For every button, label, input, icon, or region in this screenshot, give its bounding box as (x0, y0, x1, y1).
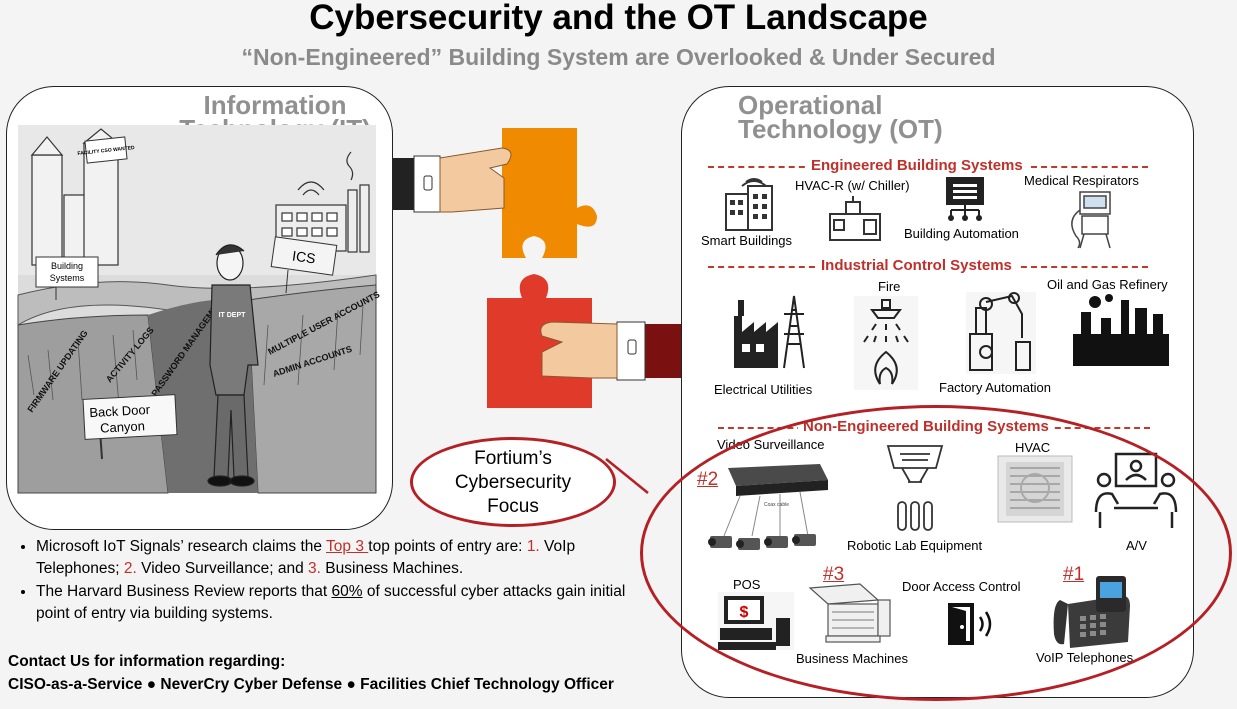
top3-link[interactable]: Top 3 (326, 538, 369, 555)
jacket-label: IT DEPT (219, 312, 247, 319)
building-systems-sign-line2: Systems (50, 273, 85, 283)
ot-title-line1: Operational (738, 90, 883, 120)
ot-title: Operational Technology (OT) (738, 90, 943, 144)
focus-connector-line (605, 458, 649, 494)
label-medical-respirators: Medical Respirators (1024, 173, 1139, 188)
focus-line1: Fortium’s (474, 448, 552, 469)
finding1-t3: Business Machines. (320, 560, 464, 577)
findings-list: Microsoft IoT Signals’ research claims t… (8, 536, 648, 626)
finding2-post: of successful cyber attacks gain initial… (36, 583, 626, 622)
building-systems-sign: Building Systems (35, 256, 99, 300)
finding2-pct: 60% (331, 583, 363, 600)
factory-automation-icon (966, 292, 1036, 374)
ics-sign: ICS (270, 236, 338, 294)
chiller-icon (829, 196, 881, 241)
label-smart-buildings: Smart Buildings (701, 233, 793, 248)
contact-block: Contact Us for information regarding: CI… (8, 650, 614, 696)
ics-sign-text: ICS (291, 247, 316, 266)
finding1-t2: Video Surveillance; and (136, 560, 309, 577)
city-skyline-icon (30, 128, 120, 266)
left-hand-icon (392, 147, 512, 213)
label-hvac-r: HVAC-R (w/ Chiller) (795, 178, 910, 193)
orange-puzzle-piece (502, 128, 597, 258)
building-systems-sign-line1: Building (51, 261, 83, 271)
focus-callout-ellipse (410, 437, 616, 527)
canyon-sign-line2: Canyon (100, 418, 146, 435)
contact-line2: CISO-as-a-Service ● NeverCry Cyber Defen… (8, 676, 614, 693)
it-department-person-icon: IT DEPT (207, 244, 259, 487)
label-building-automation: Building Automation (904, 226, 1019, 241)
finding1-pre: Microsoft IoT Signals’ research claims t… (36, 538, 327, 555)
back-door-canyon-cartoon: FACILITY CSO WANTED FIRMWARE UPDATING AC… (17, 125, 381, 494)
facility-cso-sign: FACILITY CSO WANTED (77, 136, 135, 164)
electrical-utilities-icon (734, 295, 805, 369)
label-oil-gas-refinery: Oil and Gas Refinery (1047, 277, 1168, 292)
smart-buildings-icon (725, 178, 773, 231)
focus-line3: Focus (487, 496, 539, 517)
label-fire: Fire (878, 279, 901, 294)
engineered-heading: Engineered Building Systems (806, 157, 1028, 174)
finding1-mid: top points of entry are: (368, 538, 527, 555)
finding1-n2: 2. (123, 560, 137, 577)
respirator-icon (1071, 191, 1111, 249)
finding1-t1: VoIp Telephones; (36, 538, 576, 577)
finding-harvard: The Harvard Business Review reports that… (36, 581, 648, 625)
contact-line1: Contact Us for information regarding: (8, 653, 286, 670)
non-engineered-focus-ellipse (640, 405, 1232, 701)
it-title-line1: Information (203, 90, 347, 120)
fire-sprinkler-icon (854, 296, 918, 390)
industrial-heading: Industrial Control Systems (816, 257, 1017, 274)
page-subtitle: “Non-Engineered” Building System are Ove… (241, 44, 996, 70)
finding2-pre: The Harvard Business Review reports that (36, 583, 332, 600)
label-factory-automation: Factory Automation (939, 380, 1051, 395)
building-automation-icon (946, 177, 984, 221)
finding1-n1: 1. (526, 538, 540, 555)
puzzle-hands-icon (392, 128, 710, 408)
page-title: Cybersecurity and the OT Landscape (309, 0, 928, 37)
refinery-icon (1073, 294, 1169, 366)
back-door-canyon-sign: Back Door Canyon (82, 394, 178, 460)
label-electrical-utilities: Electrical Utilities (714, 382, 813, 397)
finding1-n3: 3. (308, 560, 321, 577)
ot-title-line2: Technology (OT) (738, 114, 943, 144)
focus-callout-text: Fortium’s Cybersecurity Focus (410, 447, 616, 519)
finding-microsoft: Microsoft IoT Signals’ research claims t… (36, 536, 648, 580)
focus-line2: Cybersecurity (454, 472, 572, 493)
canyon-sign-line1: Back Door (89, 402, 151, 420)
